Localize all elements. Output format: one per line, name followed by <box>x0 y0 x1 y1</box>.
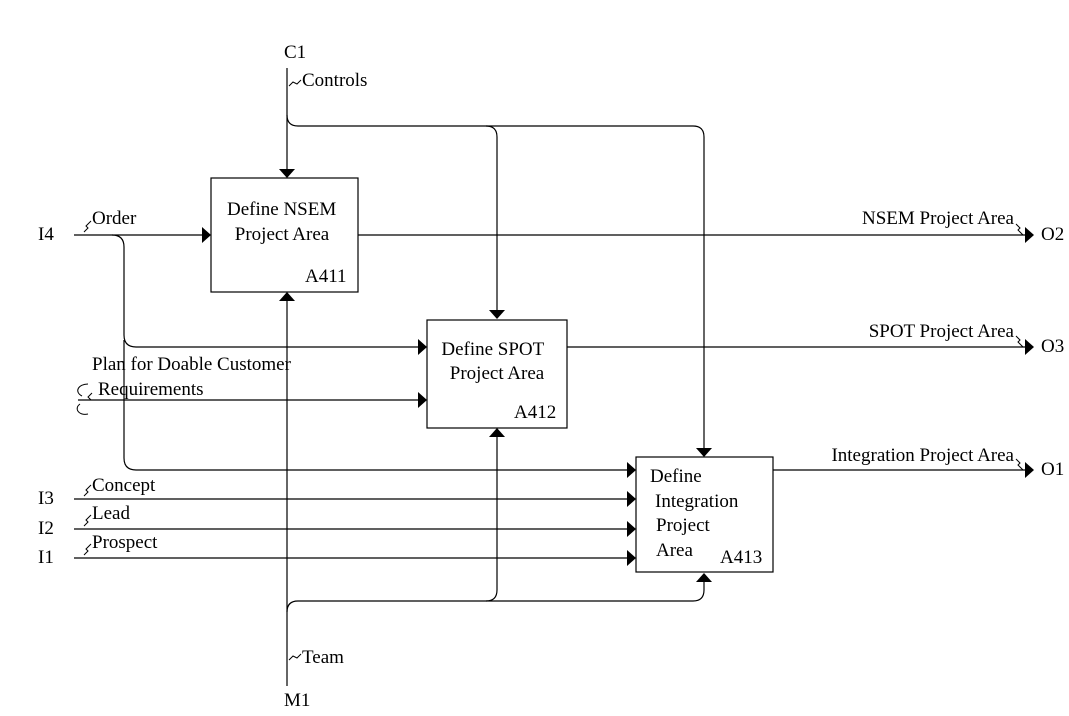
arrowhead-control-a413 <box>696 448 712 457</box>
box-a413-frame <box>635 456 774 573</box>
squiggle-prospect <box>83 543 92 556</box>
arrowhead-o1 <box>1025 462 1034 478</box>
box-a412-title-line-1: Define SPOT <box>441 339 544 360</box>
input-label-order: Order <box>92 208 137 229</box>
output-label-integration: Integration Project Area <box>831 445 1014 466</box>
squiggle-team <box>288 653 302 661</box>
mechanism-branch-wire-a413 <box>486 580 705 602</box>
box-a412-frame <box>426 319 568 429</box>
output-code-o1: O1 <box>1041 459 1064 480</box>
box-a413-title-line-2: Integration <box>655 491 739 512</box>
plan-flow-label-line-2: Requirements <box>98 379 204 400</box>
squiggle-concept <box>83 484 92 497</box>
box-a411-id: A411 <box>305 266 347 287</box>
arrowheads <box>202 169 1034 582</box>
squiggle-spot-output <box>1015 335 1024 348</box>
arrowhead-i1-a413 <box>627 550 636 566</box>
output-code-o2: O2 <box>1041 224 1064 245</box>
activity-box-a412: Define SPOT Project Area A412 <box>426 319 568 429</box>
output-label-nsem: NSEM Project Area <box>862 208 1015 229</box>
squiggle-plan <box>76 383 93 415</box>
mechanism-code: M1 <box>284 690 310 711</box>
arrowhead-c1-a411 <box>279 169 295 178</box>
input-code-i2: I2 <box>38 518 54 539</box>
box-a412-title-line-2: Project Area <box>450 363 545 384</box>
box-a413-title-line-3: Project <box>656 515 711 536</box>
input-branch-wire-i4-a413 <box>123 340 628 471</box>
squiggle-order <box>83 220 92 233</box>
arrowhead-m1-a412 <box>489 428 505 437</box>
box-a411-title-line-1: Define NSEM <box>227 199 336 220</box>
arrowhead-o2 <box>1025 227 1034 243</box>
label-squiggles <box>76 79 1024 661</box>
arrowhead-i4-a411 <box>202 227 211 243</box>
input-code-i3: I3 <box>38 488 54 509</box>
input-branch-wire-i4 <box>111 234 419 348</box>
box-a411-title-line-2: Project Area <box>235 224 330 245</box>
arrowhead-plan-a412 <box>418 392 427 408</box>
input-label-lead: Lead <box>92 503 130 524</box>
input-code-i1: I1 <box>38 547 54 568</box>
plan-flow-label: Plan for Doable Customer Requirements <box>92 354 296 400</box>
arrowhead-control-a412 <box>489 310 505 319</box>
box-a413-id: A413 <box>720 547 762 568</box>
box-a413-title: Define Integration Project Area <box>650 466 743 561</box>
mechanism-branch-wire <box>286 437 498 613</box>
squiggle-lead <box>83 514 92 527</box>
arrowhead-i4-a413 <box>627 462 636 478</box>
squiggle-integration-output <box>1015 458 1024 471</box>
control-label: Controls <box>302 70 367 91</box>
control-code: C1 <box>284 42 306 63</box>
arrowhead-i2-a413 <box>627 521 636 537</box>
control-branch-wire-a413 <box>486 125 705 448</box>
arrowhead-m1-a413 <box>696 573 712 582</box>
input-label-concept: Concept <box>92 475 156 496</box>
box-a412-title: Define SPOT Project Area <box>441 339 548 384</box>
arrowhead-i3-a413 <box>627 491 636 507</box>
arrowhead-i4-a412 <box>418 339 427 355</box>
plan-flow-label-line-1: Plan for Doable Customer <box>92 354 292 375</box>
input-label-prospect: Prospect <box>92 532 158 553</box>
output-label-spot: SPOT Project Area <box>869 321 1015 342</box>
arrowhead-m1-a411 <box>279 292 295 301</box>
squiggle-controls <box>288 79 302 87</box>
input-code-i4: I4 <box>38 224 54 245</box>
arrowhead-o3 <box>1025 339 1034 355</box>
activity-box-a411: Define NSEM Project Area A411 <box>210 177 359 293</box>
output-code-o3: O3 <box>1041 336 1064 357</box>
squiggle-nsem-output <box>1015 223 1024 236</box>
wires <box>74 68 1026 686</box>
box-a413-title-line-4: Area <box>656 540 693 561</box>
activity-box-a413: Define Integration Project Area A413 <box>635 456 774 573</box>
box-a413-title-line-1: Define <box>650 466 702 487</box>
box-a411-frame <box>210 177 359 293</box>
box-a412-id: A412 <box>514 402 556 423</box>
box-a411-title: Define NSEM Project Area <box>227 199 341 245</box>
mechanism-label: Team <box>302 647 344 668</box>
